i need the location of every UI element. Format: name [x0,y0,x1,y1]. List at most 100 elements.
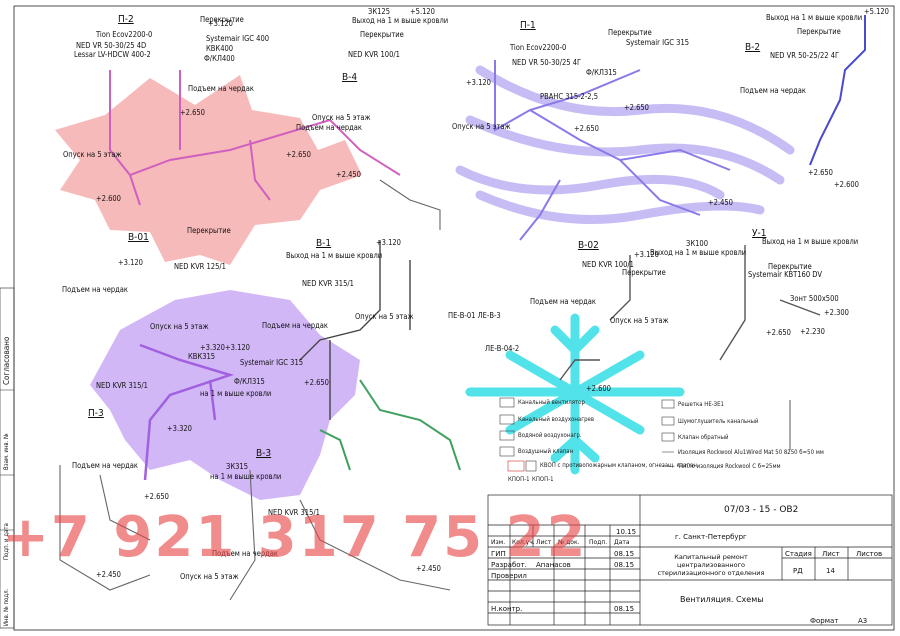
v02-code: ЗК100 [686,239,708,248]
legend-item-10: КВОП с противопожарным клапаном, огнезащ… [540,462,697,469]
system-v1-title: В-1 [316,238,332,249]
elev-14: +3.120 [118,258,143,267]
stamp-sheets-h: Листов [856,550,883,558]
stamp-format-h: Формат [810,617,839,625]
legend-frame [499,397,675,472]
elev-27: +2.450 [416,564,441,573]
side-stamp-agreed: Согласовано [2,336,11,385]
legend-item-2: Канальный воздухонагрев [518,416,595,423]
lilac-wave-watermark [455,65,795,224]
v2-exit: Выход на 1 м выше кровли [766,13,863,22]
stamp-date-2: 08.15 [614,550,635,558]
elev-10: +2.450 [708,198,733,207]
title-block-grid [487,494,893,626]
duct-network-v02-u1 [559,245,821,381]
system-p2-title: П-2 [118,14,134,25]
v2-valve: NED VR 50-25/22 4Г [770,51,840,60]
v4-code: ЗК125 [368,7,390,16]
v02-exit: Выход на 1 м выше кровли [650,248,747,257]
p2-cover: Перекрытие [200,15,244,24]
stamp-gip: ГИП [491,550,506,558]
system-v01-title: В-01 [128,232,149,243]
stamp-doc-code: 07/03 - 15 - ОВ2 [724,505,799,515]
v3-exit: на 1 м выше кровли [210,472,282,481]
p2-cover-2: Перекрытие [187,226,231,235]
legend-item-6: Шумоглушитель канальный [678,418,759,425]
legend-item-4: Воздушный клапан [518,448,574,455]
p3-system: Systemair IGC 315 [240,358,304,367]
v4-valve: NED KVR 100/1 [348,50,400,59]
elev-4: +2.450 [336,170,361,179]
p2-down5-b: Опуск на 5 этаж [312,113,371,122]
elev-1: +3.120 [208,19,233,28]
system-p3-title: П-3 [88,408,104,419]
stamp-format: А3 [858,617,868,625]
elev-7: +2.650 [574,124,599,133]
legend-item-1: Канальный вентилятор [518,399,585,406]
elev-15: +3.320 [200,343,225,352]
p2-attic-2: Подъем на чердак [296,123,363,132]
p1-attic: Подъем на чердак [740,86,807,95]
elev-2: +2.650 [180,108,205,117]
duct-network-p3 [139,343,235,481]
stamp-razrab: Разработ. [491,561,527,569]
p2-filter: Lessar LV-HDCW 400-2 [74,50,151,59]
elev-3: +2.600 [96,194,121,203]
cyan-snowflake-watermark [465,313,685,475]
v01-down5: Опуск на 5 этаж [150,322,209,331]
stamp-prover: Проверил [491,572,527,580]
duct-network-v1 [299,240,411,420]
p2-system: Systemair IGC 400 [206,34,270,43]
elev-26: +2.450 [96,570,121,579]
duct-network-p2 [109,70,401,206]
p1-damper: Ф/КЛ315 [586,68,617,77]
stamp-date-3: 08.15 [614,561,635,569]
stamp-stage-h: Стадия [785,550,812,558]
stamp-project: Капитальный ремонт централизованного сте… [657,553,765,577]
side-stamp-sign: Подп. и дата [3,523,10,560]
v02-cover: Перекрытие [622,268,666,277]
elev-5: +2.650 [286,150,311,159]
system-v2-title: В-2 [745,42,761,53]
elev-17: +2.650 [304,378,329,387]
system-v4-title: В-4 [342,72,358,83]
legend-item-7: Клапан обратный [678,434,729,441]
elev-24: +3.320 [167,424,192,433]
stamp-stage: РД [793,567,803,575]
red-gear-watermark [55,75,362,265]
u1-grille: Зонт 500х500 [790,294,839,303]
stamp-date-1: 10.15 [616,528,637,536]
system-v02-title: В-02 [578,240,599,251]
elev-23: +3.120 [225,343,250,352]
elev-20: +2.300 [824,308,849,317]
legend-item-8: Изоляция Rockwool Alu1Wired Mat 50 8250 … [678,449,824,456]
duct-network-p1 [494,60,731,241]
stamp-col-doc: № док. [558,539,580,546]
v1-valve: NED KVR 315/1 [302,279,354,288]
stamp-sheet: 14 [826,567,835,575]
elev-21: +2.230 [800,327,825,336]
elev-9: +3.120 [466,78,491,87]
p1-cover: Перекрытие [608,28,652,37]
v4-cover: Перекрытие [360,30,404,39]
v1-exit: Выход на 1 м выше кровли [286,251,383,260]
p3-valve: NED KVR 315/1 [96,381,148,390]
p2-fan: Tion Ecov2200-0 [96,30,153,39]
p1-fan: Tion Ecov2200-0 [510,43,567,52]
lilac-blob-watermark [90,290,360,500]
p2-down5: Опуск на 5 этаж [63,150,122,159]
stamp-date-4: 08.15 [614,605,635,613]
p3-unit: КВК315 [188,352,216,361]
legend-item-3: Водяной воздухонагр. [518,432,582,439]
p3-attic: Подъем на чердак [72,461,139,470]
stamp-col-izm: Изм. [491,539,506,546]
legend-item-9: Тепло изоляция Rockwool С б=25мм [678,463,781,470]
elev-13: +2.650 [808,168,833,177]
pe-b: ЛЕ-В-04-2 [485,344,520,353]
p2-unit: КВК400 [206,44,234,53]
v3-valve: NED KVR 315/1 [268,508,320,517]
stamp-col-date: Дата [614,539,630,546]
p1-system: Systemair IGC 315 [626,38,690,47]
stamp-col-kol: Кол.уч. [512,539,535,546]
